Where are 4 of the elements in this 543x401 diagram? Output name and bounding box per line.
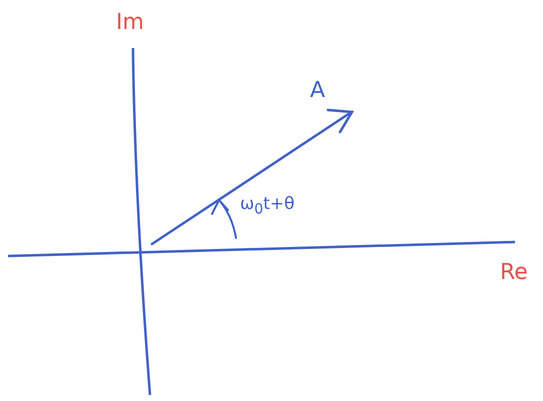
- axis-label: Re: [500, 262, 528, 284]
- axis-label: Im: [116, 12, 144, 34]
- angle-label: ω$_{0}$t+θ: [240, 196, 295, 217]
- vector-label: A: [310, 80, 326, 102]
